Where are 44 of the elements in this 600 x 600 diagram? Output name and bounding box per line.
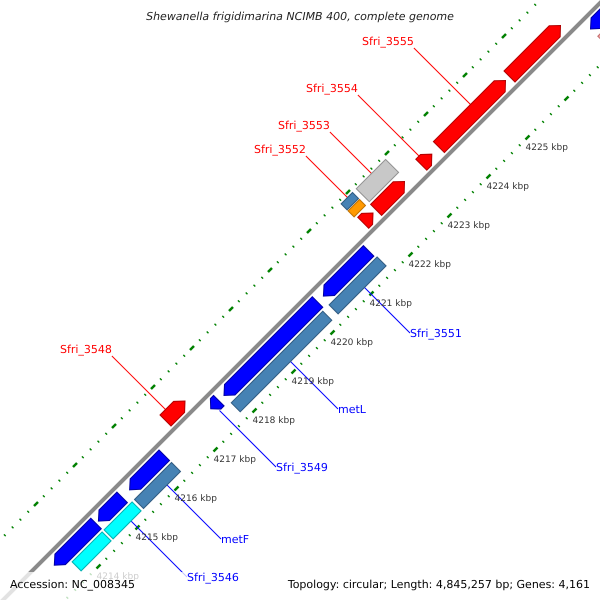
scale-label: 4218 kbp [252, 416, 295, 426]
gene-label: metL [338, 403, 366, 416]
scale-label: 4217 kbp [214, 454, 256, 466]
gene-bar [340, 192, 360, 211]
gene-label: Sfri_3548 [60, 343, 112, 356]
gene-label: Sfri_3555 [362, 35, 414, 48]
scale-label: 4223 kbp [448, 220, 490, 232]
gene-pentagon [357, 212, 374, 229]
accession-text: Accession: NC_008345 [10, 578, 136, 592]
gene-pentagon [159, 400, 186, 427]
genome-stats-text: Topology: circular; Length: 4,845,257 bp; Genes: 4,161 [288, 578, 590, 592]
leader-line [166, 484, 222, 540]
gene-bar [356, 158, 400, 202]
gene-pentagon [415, 154, 432, 171]
leader-line [305, 156, 348, 198]
leader-line [290, 361, 338, 410]
scale-label: 4224 kbp [486, 182, 529, 192]
scale-label: 4225 kbp [526, 142, 568, 154]
scale-label: 4222 kbp [408, 260, 451, 270]
leader-line [329, 132, 372, 174]
gene-label: Sfri_3549 [276, 461, 328, 474]
gene-bar [230, 310, 332, 412]
gene-pentagon [503, 24, 562, 83]
leader-line [364, 287, 410, 334]
gene-bar [347, 198, 366, 218]
gene-pentagon [432, 80, 506, 154]
gene-label: Sfri_3554 [306, 82, 358, 95]
gene-label: Sfri_3553 [278, 119, 330, 132]
gene-label: Sfri_3551 [410, 327, 462, 340]
scale-label: 4220 kbp [330, 338, 373, 348]
gene-pentagon [210, 394, 225, 410]
gene-pentagon [322, 244, 375, 297]
genome-title: Shewanella frigidimarina NCIMB 400, complete genome [145, 10, 455, 23]
leader-line [413, 48, 471, 105]
gene-label: Sfri_3546 [187, 571, 239, 584]
gene-pentagon [129, 449, 170, 490]
gene-pentagon [98, 491, 128, 522]
gene-label: metF [221, 533, 250, 546]
gene-pentagon [54, 518, 102, 566]
leader-line [111, 356, 166, 410]
gene-label: Sfri_3552 [254, 143, 306, 156]
gene-pentagon [370, 180, 406, 216]
leader-line [357, 94, 420, 156]
leader-line [219, 410, 276, 468]
